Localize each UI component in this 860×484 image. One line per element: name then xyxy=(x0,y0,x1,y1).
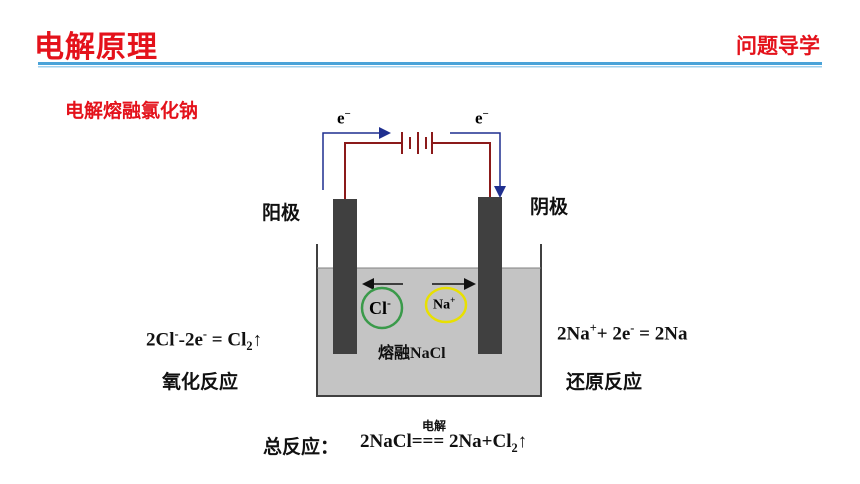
anode-wire xyxy=(344,142,402,199)
total-reaction-label: 总反应： xyxy=(263,436,340,458)
chloride-ion-circle xyxy=(360,286,404,330)
sodium-ion-label: Na+ xyxy=(433,295,456,313)
anode-label: 阳极 xyxy=(262,202,301,224)
anode-electrode xyxy=(333,199,357,354)
total-equation: 2NaCl=== 2Na+Cl2↑ xyxy=(360,431,528,455)
diagram-subtitle: 电解熔融氯化钠 xyxy=(65,100,199,122)
cathode-label: 阴极 xyxy=(530,196,569,218)
gas-arrow-icon: ↑ xyxy=(252,329,263,351)
section-tag: 问题导学 xyxy=(736,34,820,58)
electron-label-left: e− xyxy=(337,108,351,128)
gas-arrow-icon: ↑ xyxy=(517,431,528,452)
electron-flow-left-arrow xyxy=(322,127,391,190)
molten-nacl-label: 熔融NaCl xyxy=(378,343,446,362)
electron-flow-right-arrow xyxy=(450,132,506,198)
anode-half-equation: 2Cl--2e- = Cl2↑ xyxy=(146,327,263,354)
chloride-ion-label: Cl- xyxy=(369,297,391,318)
battery-icon xyxy=(401,132,433,154)
cathode-half-equation: 2Na++ 2e- = 2Na xyxy=(557,321,688,345)
sodium-ion-circle xyxy=(424,286,468,324)
page-title: 电解原理 xyxy=(34,30,158,65)
beaker-outline xyxy=(316,244,542,397)
oxidation-reaction-label: 氧化反应 xyxy=(162,371,239,393)
cathode-wire xyxy=(432,142,491,197)
electron-label-right: e− xyxy=(475,108,489,128)
cathode-electrode xyxy=(478,197,502,354)
reaction-condition: 电解 xyxy=(422,419,447,433)
reduction-reaction-label: 还原反应 xyxy=(566,371,643,393)
header-rule xyxy=(38,62,822,68)
